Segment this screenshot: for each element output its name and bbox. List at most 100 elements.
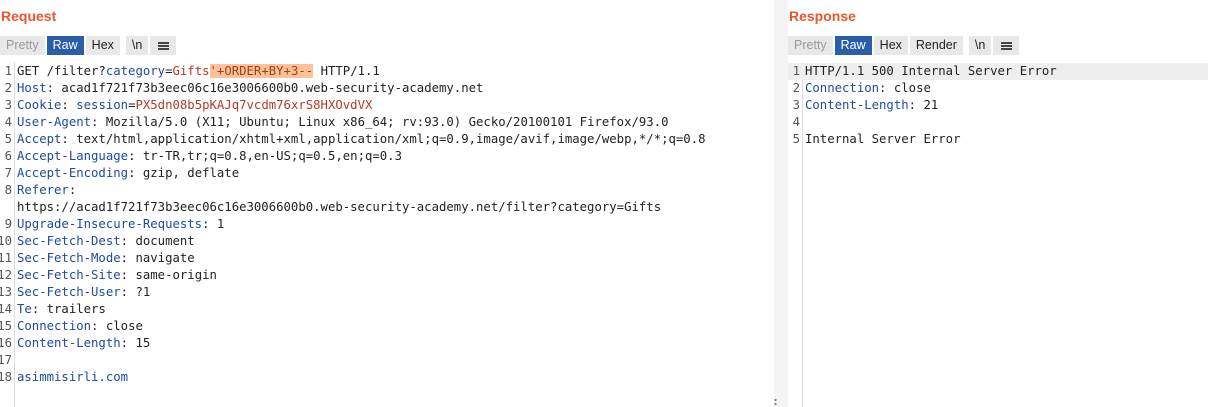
header-name: Content-Length: [17, 336, 121, 350]
line-content: Sec-Fetch-Mode: navigate: [17, 250, 195, 267]
line-content: asimmisirli.com: [17, 369, 128, 386]
line-content: User-Agent: Mozilla/5.0 (X11; Ubuntu; Li…: [17, 114, 669, 131]
line-number: 1: [792, 64, 800, 78]
response-tab-hex[interactable]: Hex: [873, 36, 908, 55]
code-text: HTTP/1.1 500 Internal Server Error: [805, 64, 1057, 78]
param-value: Gifts: [172, 64, 210, 78]
request-menu-icon[interactable]: [150, 36, 177, 55]
code-line: 15 Connection: close: [0, 318, 774, 335]
request-tab-newline[interactable]: \n: [125, 36, 149, 55]
code-text: : ?1: [120, 285, 151, 299]
code-text: : Mozilla/5.0 (X11; Ubuntu; Linux x86_64…: [91, 115, 669, 129]
line-content: Sec-Fetch-Site: same-origin: [17, 267, 217, 284]
line-number: 17: [0, 353, 12, 367]
header-name: Cookie: [17, 98, 62, 112]
line-number: 3: [4, 98, 12, 112]
line-number: 3: [792, 98, 800, 112]
response-gutter-divider: [802, 62, 803, 407]
code-text: :: [68, 183, 77, 197]
request-title: Request: [1, 8, 57, 24]
code-line: 5 Internal Server Error: [788, 131, 1208, 148]
code-line: 1 GET /filter?category=Gifts'+ORDER+BY+3-…: [0, 63, 774, 80]
line-number: 12: [0, 268, 12, 282]
hamburger-icon: [1000, 41, 1012, 50]
header-name: Content-Length: [805, 98, 909, 112]
code-text: :: [61, 98, 77, 112]
line-content: Content-Length: 21: [805, 97, 938, 114]
response-menu-icon[interactable]: [993, 36, 1020, 55]
header-name: Accept: [17, 132, 62, 146]
header-name: Connection: [17, 319, 92, 333]
response-tab-render[interactable]: Render: [909, 36, 963, 55]
code-text: https://acad1f721f73b3eec06c16e3006600b0…: [17, 200, 662, 214]
response-tab-raw[interactable]: Raw: [834, 36, 872, 55]
line-number: 2: [4, 81, 12, 95]
response-tab-pretty[interactable]: Pretty: [788, 36, 833, 55]
code-text: =: [128, 98, 136, 112]
line-content: Connection: close: [805, 80, 931, 97]
request-panel: Request Pretty Raw Hex \n 1 GET /filter?c…: [0, 8, 774, 407]
request-tab-hex[interactable]: Hex: [85, 36, 120, 55]
code-line: 12 Sec-Fetch-Site: same-origin: [0, 267, 774, 284]
header-name: Sec-Fetch-Dest: [17, 234, 121, 248]
line-content: HTTP/1.1 500 Internal Server Error: [805, 63, 1057, 80]
panel-splitter[interactable]: [774, 0, 788, 407]
code-line: 8 Referer:: [0, 182, 774, 199]
line-number: 6: [4, 149, 12, 163]
header-name: User-Agent: [17, 115, 92, 129]
line-content: GET /filter?category=Gifts'+ORDER+BY+3--…: [17, 63, 380, 80]
header-name: Sec-Fetch-Site: [17, 268, 121, 282]
header-name: Sec-Fetch-User: [17, 285, 121, 299]
response-tab-newline[interactable]: \n: [968, 36, 992, 55]
line-number: 2: [792, 81, 800, 95]
request-tab-pretty[interactable]: Pretty: [0, 36, 45, 55]
code-line: 16 Content-Length: 15: [0, 335, 774, 352]
line-number: 9: [4, 217, 12, 231]
code-text: asimmisirli.com: [17, 370, 129, 384]
code-text: : close: [91, 319, 143, 333]
request-gutter-divider: [14, 62, 15, 407]
line-number: 16: [0, 336, 12, 350]
line-number: 1: [4, 64, 12, 78]
code-text: Internal Server Error: [805, 132, 961, 146]
code-text: : trailers: [31, 302, 106, 316]
code-text: : navigate: [120, 251, 195, 265]
line-content: Accept: text/html,application/xhtml+xml,…: [17, 131, 706, 148]
code-text: : acad1f721f73b3eec06c16e3006600b0.web-s…: [46, 81, 484, 95]
header-name: Accept-Encoding: [17, 166, 129, 180]
line-number: 5: [792, 132, 800, 146]
request-editor[interactable]: 1 GET /filter?category=Gifts'+ORDER+BY+3-…: [0, 62, 774, 407]
param-value: PX5dn08b5pKAJq7vcdm76xrS8HXOvdVX: [135, 98, 373, 112]
splitter-grip-icon[interactable]: [774, 398, 777, 407]
code-line: 4: [788, 114, 1208, 131]
code-text: : 15: [120, 336, 151, 350]
line-number: 15: [0, 319, 12, 333]
code-text: : gzip, deflate: [128, 166, 240, 180]
response-panel: Response Pretty Raw Hex Render \n 1 HTTP/…: [788, 0, 1208, 407]
code-line: 1 HTTP/1.1 500 Internal Server Error: [788, 63, 1208, 80]
response-title: Response: [789, 8, 856, 24]
line-content: Content-Length: 15: [17, 335, 150, 352]
response-toolbar: Pretty Raw Hex Render \n: [788, 36, 1021, 55]
code-line: 3 Content-Length: 21: [788, 97, 1208, 114]
request-toolbar: Pretty Raw Hex \n: [0, 36, 178, 55]
header-name: Sec-Fetch-Mode: [17, 251, 121, 265]
header-name: Upgrade-Insecure-Requests: [17, 217, 203, 231]
line-number: 4: [792, 115, 800, 129]
header-name: Referer: [17, 183, 69, 197]
line-number: 8: [4, 183, 12, 197]
request-tab-raw[interactable]: Raw: [46, 36, 84, 55]
code-line: 17: [0, 352, 774, 369]
line-content: Internal Server Error: [805, 131, 960, 148]
code-line: 2 Connection: close: [788, 80, 1208, 97]
response-editor[interactable]: 1 HTTP/1.1 500 Internal Server Error 2 Conn…: [788, 62, 1208, 407]
hamburger-icon: [157, 41, 169, 50]
line-content: Connection: close: [17, 318, 143, 335]
